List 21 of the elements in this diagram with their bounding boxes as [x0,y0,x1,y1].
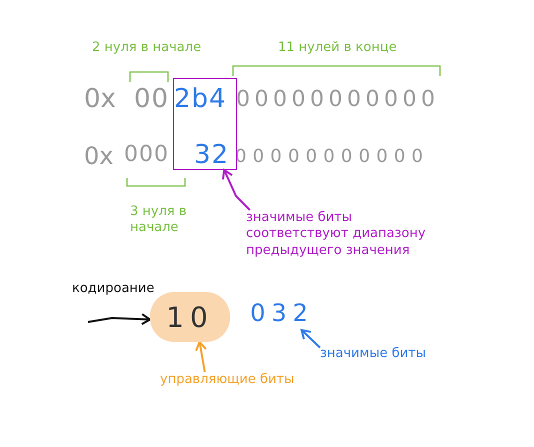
leader-arrow [195,341,207,372]
digit-text: 32 [194,140,230,172]
annotation-text: 2 нуля в начале [92,40,202,56]
annotation-text: управляющие биты [160,372,320,388]
digit-text: 00000000000 [235,146,430,168]
leader-arrow [300,329,321,348]
control-bits-blob: 10 [150,292,230,342]
digit-text: 2b4 [174,84,227,116]
annotation-text: значимые биты соответствуют диапазону предыдущего значения [246,210,436,259]
arrow [88,313,151,326]
digit-text: 000 [124,142,169,168]
digit-text: 00000000000 [236,87,440,114]
annotation-text: 11 нулей в конце [278,40,397,56]
leader-arrow [222,169,251,211]
digit-text: 032 [254,296,310,330]
highlight-frame [173,78,237,170]
annotation-text: 3 нуля в начале [130,204,188,236]
annotation-text: значимые биты [320,346,430,362]
digit-text: 00 [134,84,170,116]
hex-prefix: 0x [84,142,114,171]
hex-prefix: 0x [84,84,116,116]
